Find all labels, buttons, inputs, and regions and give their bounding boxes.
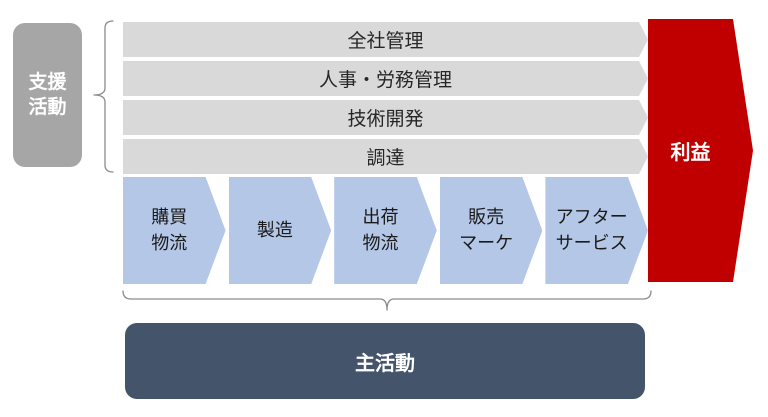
primary-arrow-inbound-logistics: 購買 物流 xyxy=(123,177,226,284)
support-bar-technology-development: 技術開発 xyxy=(123,100,648,135)
support-brace-icon xyxy=(93,20,114,173)
primary-activity-arrows: 購買 物流 製造 出荷 物流 販売 マーケ アフター サービス xyxy=(123,177,648,284)
profit-arrow: 利益 xyxy=(648,19,753,282)
primary-arrow-outbound-logistics: 出荷 物流 xyxy=(334,177,437,284)
support-bar-hr-labor-management: 人事・労務管理 xyxy=(123,61,648,96)
primary-brace-icon xyxy=(122,290,652,311)
support-bar-corporate-management: 全社管理 xyxy=(123,22,648,57)
primary-arrow-after-service: アフター サービス xyxy=(545,177,648,284)
primary-arrow-sales-marketing: 販売 マーケ xyxy=(440,177,543,284)
support-bar-procurement: 調達 xyxy=(123,139,648,174)
support-activities-box: 支援 活動 xyxy=(13,23,82,167)
primary-activities-box: 主活動 xyxy=(125,323,645,399)
support-activity-bars: 全社管理 人事・労務管理 技術開発 調達 xyxy=(123,22,648,174)
primary-arrow-manufacturing: 製造 xyxy=(229,177,332,284)
